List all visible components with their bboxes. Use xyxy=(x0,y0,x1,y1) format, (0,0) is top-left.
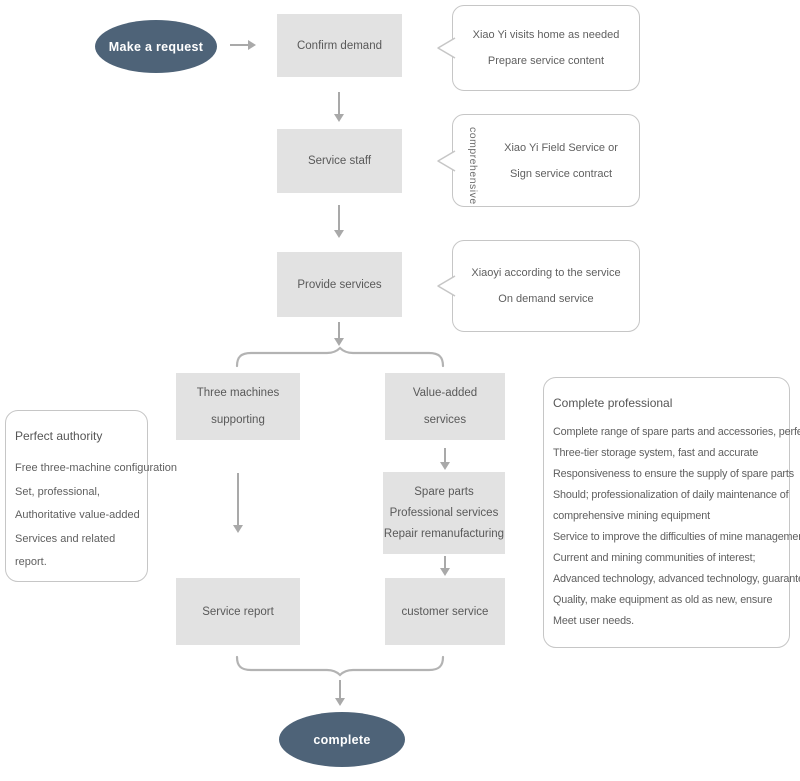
node-spare-parts-line: Repair remanufacturing xyxy=(383,527,505,540)
node-value-added: Value-added services xyxy=(385,373,505,440)
callout-tail-icon xyxy=(437,149,456,172)
callout-service-staff: comprehensive Xiao Yi Field Service or S… xyxy=(437,114,640,207)
node-spare-parts-line: Spare parts xyxy=(414,485,474,498)
node-customer-service-label: customer service xyxy=(401,605,489,618)
callout-line: Prepare service content xyxy=(487,55,605,67)
merge-brace xyxy=(235,655,445,677)
panel-line: Three-tier storage system, fast and accu… xyxy=(553,447,759,459)
arrow-merge-to-complete xyxy=(335,680,345,706)
node-spare-parts-line: Professional services xyxy=(389,506,499,519)
node-confirm-demand: Confirm demand xyxy=(277,14,402,77)
callout-line: Xiao Yi visits home as needed xyxy=(472,29,620,41)
panel-line: Current and mining communities of intere… xyxy=(553,552,756,564)
callout-line: Sign service contract xyxy=(509,167,613,180)
callout-line: On demand service xyxy=(498,293,594,305)
panel-perfect-authority: Perfect authority Free three-machine con… xyxy=(5,410,178,582)
panel-line: Advanced technology, advanced technology… xyxy=(553,573,800,585)
panel-line: Complete range of spare parts and access… xyxy=(553,426,800,438)
arrow-three-to-report xyxy=(233,473,243,533)
panel-perfect-authority-title: Perfect authority xyxy=(15,429,103,443)
panel-line: report. xyxy=(15,556,47,568)
node-provide-services-label: Provide services xyxy=(297,278,382,291)
callout-tail-icon xyxy=(437,275,456,297)
panel-line: Should; professionalization of daily mai… xyxy=(553,489,789,501)
panel-complete-professional-title: Complete professional xyxy=(553,396,673,410)
node-value-added-line: services xyxy=(423,413,467,426)
arrow-staff-to-provide xyxy=(334,205,344,238)
panel-line: Quality, make equipment as old as new, e… xyxy=(553,594,773,606)
panel-complete-professional: Complete professional Complete range of … xyxy=(543,377,800,648)
arrow-start-to-confirm xyxy=(230,40,256,50)
panel-line: comprehensive mining equipment xyxy=(553,510,710,522)
start-terminal: Make a request xyxy=(95,20,217,73)
callout-provide-services: Xiaoyi according to the service On deman… xyxy=(437,240,640,332)
panel-line: Services and related xyxy=(15,532,116,545)
node-service-staff-label: Service staff xyxy=(307,155,372,167)
start-terminal-label: Make a request xyxy=(108,39,204,54)
node-spare-parts: Spare parts Professional services Repair… xyxy=(383,472,505,554)
arrow-confirm-to-staff xyxy=(334,92,344,122)
node-three-machines-line: supporting xyxy=(211,413,265,426)
callout-vertical-label: comprehensive xyxy=(467,127,479,205)
callout-line: Xiao Yi Field Service or xyxy=(504,141,618,154)
split-brace xyxy=(235,346,445,368)
panel-line: Responsiveness to ensure the supply of s… xyxy=(553,468,794,480)
node-confirm-demand-label: Confirm demand xyxy=(296,39,382,52)
callout-line: Xiaoyi according to the service xyxy=(471,267,621,279)
node-customer-service: customer service xyxy=(385,578,505,645)
panel-line: Set, professional, xyxy=(15,485,100,498)
panel-line: Authoritative value-added xyxy=(15,509,140,521)
arrow-value-to-spare xyxy=(440,448,450,470)
callout-tail-icon xyxy=(437,37,456,59)
node-service-report: Service report xyxy=(176,578,300,645)
node-service-staff: Service staff xyxy=(277,129,402,193)
end-terminal: complete xyxy=(279,712,405,767)
node-service-report-label: Service report xyxy=(202,605,274,618)
panel-line: Free three-machine configuration xyxy=(15,462,178,474)
callout-confirm-demand: Xiao Yi visits home as needed Prepare se… xyxy=(437,5,640,91)
arrow-provide-to-split xyxy=(334,322,344,346)
node-three-machines-line: Three machines xyxy=(196,386,280,399)
arrow-spare-to-customer xyxy=(440,556,450,576)
panel-line: Service to improve the difficulties of m… xyxy=(553,531,800,543)
node-three-machines: Three machines supporting xyxy=(176,373,300,440)
node-provide-services: Provide services xyxy=(277,252,402,317)
node-value-added-line: Value-added xyxy=(412,386,478,399)
end-terminal-label: complete xyxy=(313,732,371,747)
panel-line: Meet user needs. xyxy=(553,615,635,627)
